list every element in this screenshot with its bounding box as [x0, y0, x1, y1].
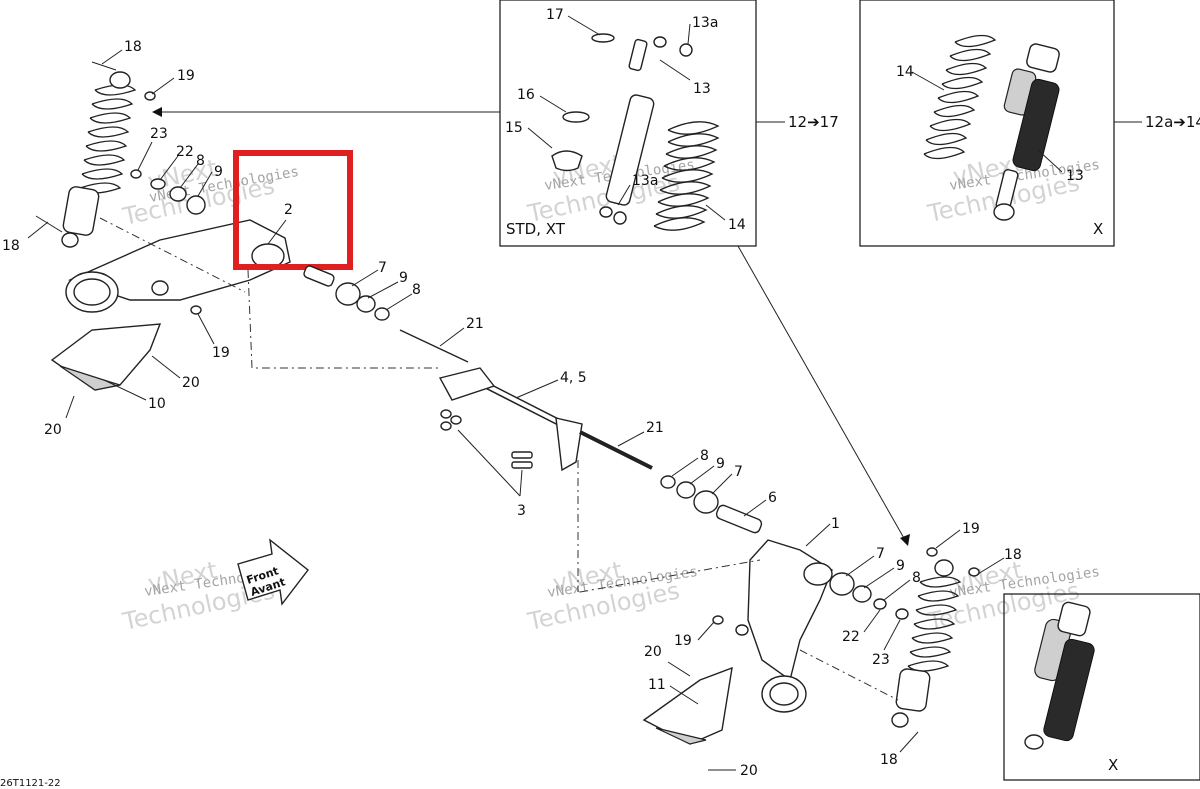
inset-std-xt-ref: 12➔17 — [788, 113, 839, 131]
x-shock — [993, 43, 1060, 221]
svg-text:8: 8 — [196, 153, 205, 169]
svg-text:19: 19 — [674, 633, 692, 649]
svg-text:15: 15 — [505, 120, 523, 136]
right-shock — [891, 547, 980, 728]
svg-text:21: 21 — [646, 420, 664, 436]
svg-text:13: 13 — [693, 81, 711, 97]
svg-text:18: 18 — [880, 752, 898, 768]
svg-text:9: 9 — [399, 270, 408, 286]
svg-text:23: 23 — [150, 126, 168, 142]
inset-x-ref: 12a➔14 — [1145, 113, 1200, 131]
cross-shaft — [438, 367, 583, 472]
inset-x-frame — [859, 0, 1115, 247]
std-shock — [599, 36, 693, 225]
inset-x-bottom: X — [1003, 593, 1200, 781]
right-guard — [642, 615, 733, 745]
left-guard — [50, 323, 162, 391]
svg-text:16: 16 — [517, 87, 535, 103]
inset-std-xt-label: STD, XT — [506, 220, 566, 238]
svg-text:19: 19 — [177, 68, 195, 84]
svg-text:13: 13 — [1066, 168, 1084, 184]
svg-text:8: 8 — [912, 570, 921, 586]
svg-text:22: 22 — [842, 629, 860, 645]
svg-text:9: 9 — [896, 558, 905, 574]
svg-text:13a: 13a — [632, 173, 658, 189]
svg-text:20: 20 — [182, 375, 200, 391]
inset-std-xt-frame — [499, 0, 757, 247]
svg-text:7: 7 — [734, 464, 743, 480]
svg-text:10: 10 — [148, 396, 166, 412]
right-bearings — [660, 475, 763, 534]
inset-pointers — [152, 107, 910, 546]
svg-text:18: 18 — [1004, 547, 1022, 563]
svg-text:4, 5: 4, 5 — [560, 370, 587, 386]
inset-std-xt: STD, XT 12➔17 17 13a 13 16 15 13a 14 — [499, 0, 839, 247]
svg-text:20: 20 — [740, 763, 758, 779]
svg-text:17: 17 — [546, 7, 564, 23]
svg-text:18: 18 — [124, 39, 142, 55]
svg-text:14: 14 — [728, 217, 746, 233]
svg-text:13a: 13a — [692, 15, 718, 31]
svg-text:20: 20 — [644, 644, 662, 660]
x-spring — [923, 34, 997, 160]
right-axle — [579, 430, 653, 470]
right-swing-arm — [735, 539, 833, 713]
svg-text:3: 3 — [517, 503, 526, 519]
svg-text:19: 19 — [962, 521, 980, 537]
std-cup-15 — [551, 150, 583, 172]
svg-text:8: 8 — [412, 282, 421, 298]
x-small-shock — [1024, 601, 1095, 750]
inset-x-label: X — [1093, 220, 1103, 238]
left-shock — [61, 71, 206, 248]
svg-text:18: 18 — [2, 238, 20, 254]
inset-x-small-label: X — [1108, 756, 1118, 774]
svg-text:8: 8 — [700, 448, 709, 464]
centerlines — [99, 217, 899, 701]
right-side-bearings — [829, 572, 909, 620]
std-washer-16 — [562, 111, 590, 123]
svg-text:2: 2 — [284, 202, 293, 218]
drawing-code: 26T1121-22 — [0, 778, 61, 789]
std-washer-17 — [591, 33, 615, 43]
inset-x-top: X 12a➔14 14 13 — [859, 0, 1200, 247]
svg-text:20: 20 — [44, 422, 62, 438]
svg-text:21: 21 — [466, 316, 484, 332]
svg-text:6: 6 — [768, 490, 777, 506]
std-spring — [653, 121, 720, 231]
svg-text:14: 14 — [896, 64, 914, 80]
svg-text:7: 7 — [876, 546, 885, 562]
svg-text:19: 19 — [212, 345, 230, 361]
svg-text:1: 1 — [831, 516, 840, 532]
svg-text:22: 22 — [176, 144, 194, 160]
svg-text:9: 9 — [214, 164, 223, 180]
svg-text:9: 9 — [716, 456, 725, 472]
highlight-box — [233, 150, 353, 270]
left-bearings — [303, 265, 390, 321]
svg-text:11: 11 — [648, 677, 666, 693]
svg-text:7: 7 — [378, 260, 387, 276]
inset-x-small-frame — [1003, 593, 1200, 781]
left-axle — [399, 329, 469, 363]
svg-text:23: 23 — [872, 652, 890, 668]
